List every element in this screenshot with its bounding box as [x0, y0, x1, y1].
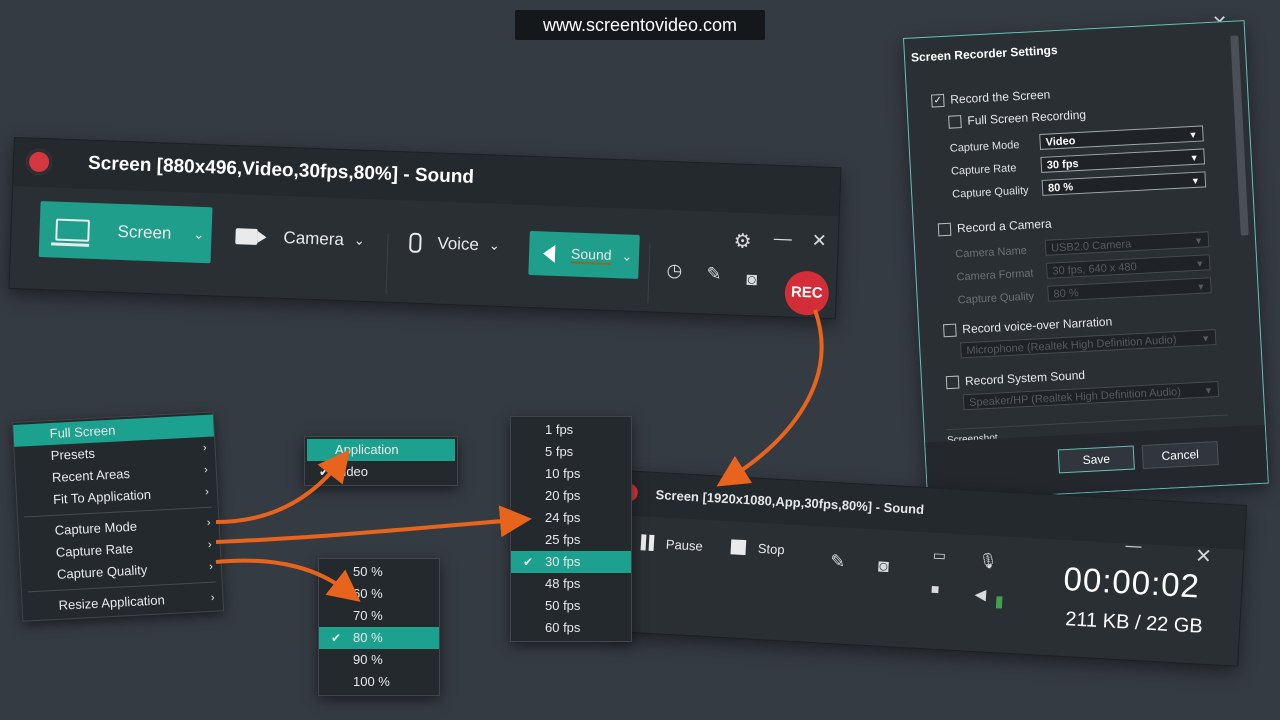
- menu-item-fps[interactable]: 20 fps: [545, 488, 581, 503]
- menu-item-fps-selected[interactable]: ✔30 fps: [511, 551, 631, 573]
- menu-item-quality-selected[interactable]: ✔80 %: [319, 627, 439, 649]
- watermark-banner: www.screentovideo.com: [515, 10, 765, 40]
- menu-item-fps[interactable]: 50 fps: [545, 598, 581, 613]
- menu-item-fps[interactable]: 25 fps: [545, 532, 581, 547]
- checkmark-icon: ✔: [523, 555, 534, 569]
- arrow-to-settings: [716, 309, 824, 487]
- arrow-to-mode: [215, 449, 350, 524]
- menu-item-quality[interactable]: 70 %: [353, 608, 383, 623]
- menu-item-fps[interactable]: 48 fps: [545, 576, 581, 591]
- menu-item-fps[interactable]: 5 fps: [545, 444, 574, 459]
- menu-item-fps[interactable]: 24 fps: [545, 510, 581, 525]
- arrow-to-fps: [215, 505, 532, 544]
- menu-item-quality[interactable]: 100 %: [353, 674, 390, 689]
- menu-item-fps[interactable]: 1 fps: [545, 422, 574, 437]
- menu-item-quality[interactable]: 90 %: [353, 652, 383, 667]
- arrow-to-quality: [215, 558, 361, 602]
- capture-mode-submenu: Application ✔Video: [304, 436, 458, 486]
- menu-item-fps[interactable]: 60 fps: [545, 620, 581, 635]
- menu-item-fps[interactable]: 10 fps: [545, 466, 581, 481]
- checkmark-icon: ✔: [331, 631, 342, 645]
